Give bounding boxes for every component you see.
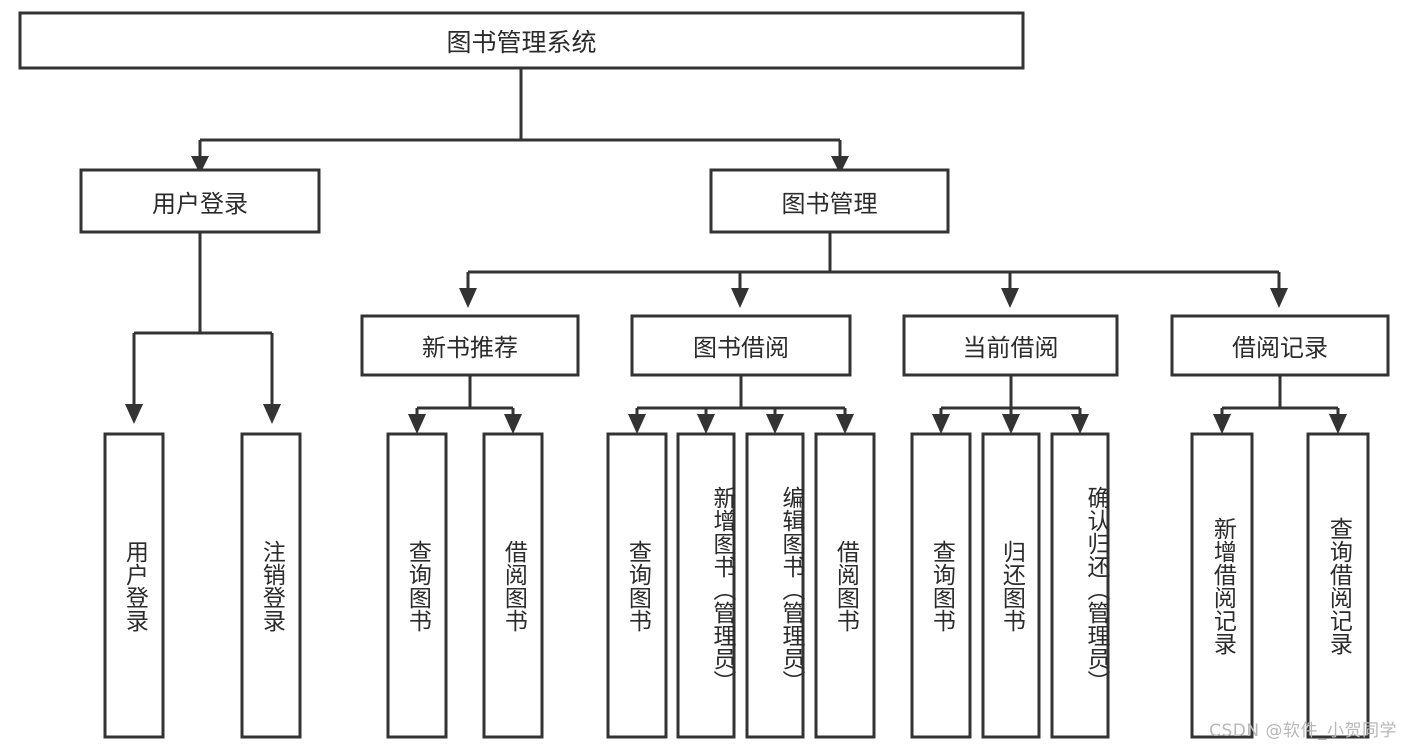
node-box-leaf-add-record[interactable]: [1190, 432, 1254, 739]
node-box-book-borrow[interactable]: [630, 314, 852, 377]
connector-borrow-record-bus: [1220, 375, 1340, 418]
arrow-to-leaf-borrow-book-2: [836, 414, 854, 434]
arrow-to-leaf-confirm-return: [1071, 414, 1089, 434]
node-label-leaf-user-logout: 注销登录: [258, 539, 285, 632]
arrow-to-new-book-recommend: [459, 288, 477, 308]
node-label-book-borrow: 图书借阅: [693, 334, 789, 362]
node-box-leaf-query-book-3[interactable]: [910, 432, 972, 739]
node-box-new-book-recommend[interactable]: [360, 314, 580, 377]
arrow-to-user-login: [191, 156, 209, 174]
node-box-leaf-user-logout[interactable]: [240, 432, 302, 739]
node-boxes: [18, 11, 1390, 739]
node-label-book-management: 图书管理: [781, 189, 878, 218]
connector-root-bus: [198, 68, 842, 158]
node-box-borrow-record[interactable]: [1170, 314, 1390, 377]
node-label-leaf-query-book-2: 查询图书: [624, 539, 651, 632]
node-box-book-management[interactable]: [709, 168, 950, 234]
node-label-leaf-return-book: 归还图书: [998, 539, 1025, 632]
node-box-leaf-return-book[interactable]: [981, 432, 1041, 739]
node-box-leaf-edit-book[interactable]: [745, 432, 805, 739]
node-box-leaf-query-book-2[interactable]: [606, 432, 668, 739]
node-label-leaf-query-book-1: 查询图书: [404, 539, 431, 632]
node-label-leaf-borrow-book-1: 借阅图书: [500, 539, 527, 632]
arrow-to-leaf-user-logout: [263, 404, 281, 424]
node-label-leaf-add-record: 新增借阅记录: [1209, 516, 1236, 655]
node-box-leaf-borrow-book-1[interactable]: [482, 432, 544, 739]
node-label-leaf-borrow-book-2: 借阅图书: [832, 539, 859, 632]
arrow-to-leaf-edit-book: [766, 414, 784, 434]
node-box-leaf-query-record[interactable]: [1306, 432, 1370, 739]
node-label-leaf-query-book-3: 查询图书: [928, 539, 955, 632]
arrow-to-leaf-add-book: [697, 414, 715, 434]
node-label-leaf-query-record: 查询借阅记录: [1325, 516, 1352, 655]
arrow-to-book-borrow: [731, 288, 749, 308]
arrow-to-leaf-query-record: [1329, 414, 1347, 434]
arrow-to-leaf-borrow-book-1: [504, 414, 522, 434]
node-box-leaf-user-login[interactable]: [103, 432, 165, 739]
connector-book-borrow-bus: [635, 375, 847, 418]
arrow-to-leaf-query-book-2: [628, 414, 646, 434]
arrow-to-book-management: [831, 156, 849, 174]
node-label-borrow-record: 借阅记录: [1232, 334, 1328, 362]
node-label-new-book-recommend: 新书推荐: [422, 334, 518, 362]
node-box-user-login[interactable]: [79, 168, 321, 234]
arrow-to-leaf-add-record: [1213, 414, 1231, 434]
arrow-to-leaf-user-login: [125, 404, 143, 424]
node-label-leaf-edit-book: 编辑图书（管理员）: [778, 486, 804, 693]
arrow-to-leaf-return-book: [1002, 414, 1020, 434]
node-box-leaf-query-book-1[interactable]: [386, 432, 448, 739]
connector-book-management-bus: [466, 232, 1281, 290]
node-label-leaf-user-login: 用户登录: [121, 539, 148, 632]
connectors: [125, 68, 1347, 434]
connector-new-book-recommend-bus: [415, 375, 515, 418]
connector-current-borrow-bus: [939, 375, 1082, 418]
connector-user-login-bus: [132, 232, 274, 405]
node-label-root: 图书管理系统: [446, 27, 597, 57]
arrow-to-borrow-record: [1270, 288, 1288, 308]
arrow-to-current-borrow: [1001, 288, 1019, 308]
node-box-leaf-borrow-book-2[interactable]: [814, 432, 876, 739]
node-box-leaf-add-book[interactable]: [676, 432, 736, 739]
node-label-leaf-add-book: 新增图书（管理员）: [709, 486, 735, 693]
node-label-user-login: 用户登录: [152, 189, 248, 218]
node-box-current-borrow[interactable]: [902, 314, 1119, 377]
node-label-current-borrow: 当前借阅: [962, 334, 1059, 362]
arrow-to-leaf-query-book-3: [932, 414, 950, 434]
node-box-leaf-confirm-return[interactable]: [1050, 432, 1110, 739]
node-label-leaf-confirm-return: 确认归还（管理员）: [1083, 486, 1109, 693]
arrow-to-leaf-query-book-1: [408, 414, 426, 434]
node-box-root[interactable]: [18, 11, 1025, 70]
